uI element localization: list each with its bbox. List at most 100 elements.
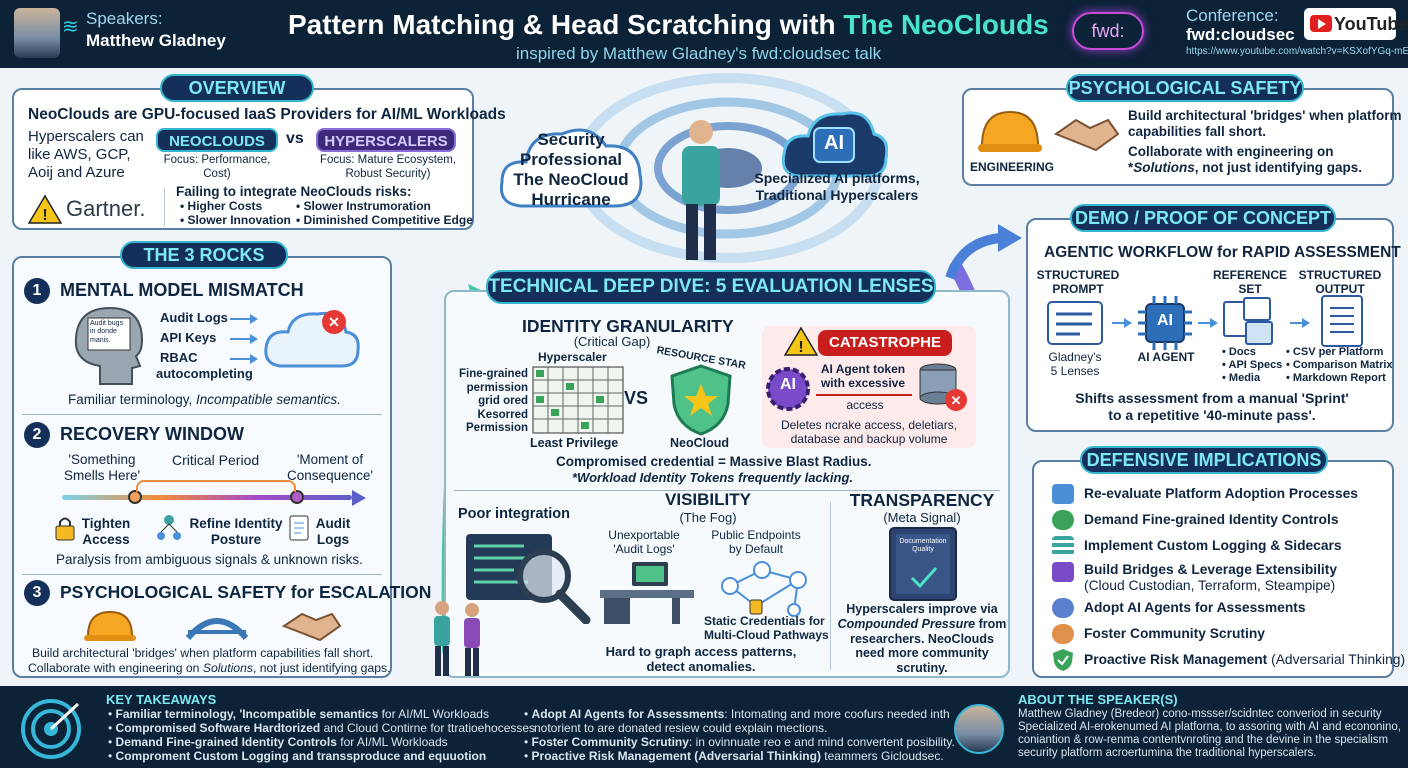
rock1-caption: Familiar terminology, Incompatible seman…	[68, 392, 341, 408]
lock-icon	[55, 517, 75, 541]
trans-text-b: Compounded Pressure	[837, 616, 976, 631]
platform-window-icon	[1052, 484, 1074, 504]
lenses-label: Gladney's 5 Lenses	[1048, 350, 1102, 379]
vis-sub: (The Fog)	[679, 510, 737, 525]
hurricane-cloud-text: Security Professional The NeoCloud Hurri…	[513, 130, 629, 210]
takeaway-item: • Familiar terminology, 'Incompatible se…	[108, 707, 489, 721]
documentation-book-icon	[889, 527, 957, 601]
col-label: REFERENCE SET	[1212, 268, 1287, 297]
trans-text-c: from researchers. NeoClouds need more co…	[850, 616, 1007, 675]
takeaway-item: • Comproment Custom Logging and transspr…	[108, 749, 487, 763]
ai-label: AI	[824, 132, 844, 154]
ai-caption: Specialized AI platforms, Traditional Hy…	[754, 170, 920, 203]
about-title: ABOUT THE SPEAKER(S)	[1018, 692, 1178, 707]
takeaway-item: • Foster Community Scrutiny: in ovinnuat…	[524, 735, 955, 749]
defense-item: Re-evaluate Platform Adoption Processes	[1084, 486, 1358, 501]
col-label: STRUCTURED PROMPT	[1036, 268, 1120, 297]
permission-grid-icon	[532, 366, 624, 434]
risk-item: • Slower Innovation	[180, 213, 291, 227]
arrow-icon	[1290, 318, 1310, 328]
youtube-logo[interactable]: YouTube	[1304, 8, 1408, 40]
fwd-logo: fwd:	[1072, 12, 1144, 50]
workload-note: *Workload Identity Tokens frequently lac…	[572, 470, 853, 485]
takeaway-item: • Compromised Software Hardtorized and C…	[108, 721, 536, 735]
takeaway-bold: Adopt AI Agents for Assessments	[531, 707, 725, 721]
conference-name: fwd:cloudsec	[1186, 25, 1295, 44]
rock-number: 2	[24, 422, 50, 448]
deep-dive-title: TECHNICAL DEEP DIVE: 5 EVALUATION LENSES	[486, 270, 936, 304]
overview-panel: NeoClouds are GPU-focused IaaS Providers…	[12, 88, 506, 230]
people-icon	[434, 601, 480, 676]
page-title: Pattern Matching & Head Scratching with …	[288, 9, 1049, 41]
rock1-item: RBAC	[160, 350, 198, 365]
book-text: Documentation Quality	[899, 538, 947, 554]
about-text: Matthew Gladney (Bredeor) cono-mssser/sc…	[1018, 708, 1401, 760]
takeaway-bold: Familiar terminology, 'Incompatible sema…	[115, 707, 379, 721]
risk-item: • Diminished Competitive Edge	[296, 213, 473, 227]
risk-item: • Slower Instrumoration	[296, 199, 431, 213]
fine-grained-label: Fine-grained permission grid ored Kesorr…	[458, 368, 528, 435]
rock1-title: MENTAL MODEL MISMATCH	[60, 280, 304, 300]
takeaway-rest: teammers Gicloudsec.	[820, 749, 944, 763]
rock3-line2c: , not just identifying gaps.	[252, 661, 391, 675]
takeaway-bold: Compromised Software Hardtorized	[115, 721, 321, 735]
takeaway-item: • Demand Fine-grained Identity Controls …	[108, 735, 448, 749]
rock1-item: Audit Logs	[160, 310, 228, 325]
catastrophe-tag: CATASTROPHE	[818, 330, 952, 356]
out-items: • CSV per Platform • Comparison Matrix •…	[1286, 346, 1393, 384]
takeaway-rest: : in ovinnuate reo e and mind convertent…	[688, 735, 955, 749]
defense-item: Foster Community Scrutiny	[1084, 626, 1265, 641]
defense-item: Implement Custom Logging & Sidecars	[1084, 538, 1342, 553]
defense-item7-sub: (Adversarial Thinking)	[1267, 652, 1406, 667]
psych-line2c: , not just identifying gaps.	[1194, 159, 1363, 175]
svg-text:✕: ✕	[328, 314, 340, 330]
warning-icon: !	[28, 194, 62, 224]
title-main: Pattern Matching & Head Scratching with	[288, 9, 844, 40]
overview-title: OVERVIEW	[160, 74, 314, 102]
defense-item: Build Bridges & Leverage Extensibility	[1084, 562, 1338, 577]
static-creds: Static Credentials for Multi-Cloud Pathw…	[704, 614, 829, 643]
demo-title: DEMO / PROOF OF CONCEPT	[1070, 204, 1336, 232]
arrow-icon	[1112, 318, 1132, 328]
document-icon	[289, 515, 309, 541]
hyperscalers-tag: HYPERSCALERS	[316, 128, 456, 152]
timeline-arrow-icon	[352, 490, 366, 506]
deep-col-divider	[830, 502, 831, 670]
ai-agent-gear-icon	[766, 367, 810, 411]
hyper-focus: Focus: Mature Ecosystem, Robust Security…	[319, 154, 457, 180]
arrow-icon	[1198, 318, 1218, 328]
risks-title: Failing to integrate NeoClouds risks:	[176, 184, 412, 199]
ref-items: • Docs • API Specs • Media	[1222, 346, 1283, 384]
database-icon: ✕	[919, 363, 967, 411]
hard-graph: Hard to graph access patterns, detect an…	[605, 644, 797, 675]
defensive-panel: Re-evaluate Platform Adoption Processes …	[1032, 460, 1405, 678]
head-profile-icon	[74, 306, 144, 385]
psych-line2: Collaborate with engineering on *Solutio…	[1128, 144, 1362, 176]
ai-agent-icon	[1052, 598, 1074, 618]
rock3-line2: Collaborate with engineering on Solution…	[28, 661, 391, 675]
overview-hyper-2: like AWS, GCP,	[28, 146, 131, 163]
ai-chip-icon	[1138, 296, 1192, 350]
up-flow-arrow-icon	[945, 224, 1022, 280]
broken-cloud-icon: ✕	[264, 310, 360, 368]
hard-hat-icon	[978, 110, 1042, 152]
hyperscaler-label: Hyperscaler	[538, 350, 607, 364]
timeline-marker	[290, 490, 304, 504]
overview-divider	[164, 188, 165, 226]
conference-url[interactable]: https://www.youtube.com/watch?v=KSXofYGq…	[1186, 46, 1408, 57]
rocks-title: THE 3 ROCKS	[120, 241, 288, 269]
logging-list-icon	[1052, 536, 1074, 556]
defensive-title: DEFENSIVE IMPLICATIONS	[1080, 446, 1328, 474]
engineering-label: ENGINEERING	[970, 160, 1055, 174]
workflow-title: AGENTIC WORKFLOW for RAPID ASSESSMENT	[1044, 244, 1401, 261]
arrow-icon	[230, 334, 258, 344]
defense-item: Adopt AI Agents for Assessments	[1084, 600, 1306, 615]
rock1-caption-b: Incompatible semantics.	[196, 392, 341, 407]
footer-bar: KEY TAKEAWAYS • Familiar terminology, 'I…	[0, 686, 1408, 768]
trans-title: TRANSPARENCY	[849, 490, 995, 510]
svg-text:!: !	[798, 339, 803, 356]
neocloud-label: NeoCloud	[670, 436, 730, 450]
identity-network-icon	[157, 515, 181, 540]
overview-hyper-1: Hyperscalers can	[28, 128, 144, 145]
reference-docs-icon	[1223, 297, 1273, 345]
